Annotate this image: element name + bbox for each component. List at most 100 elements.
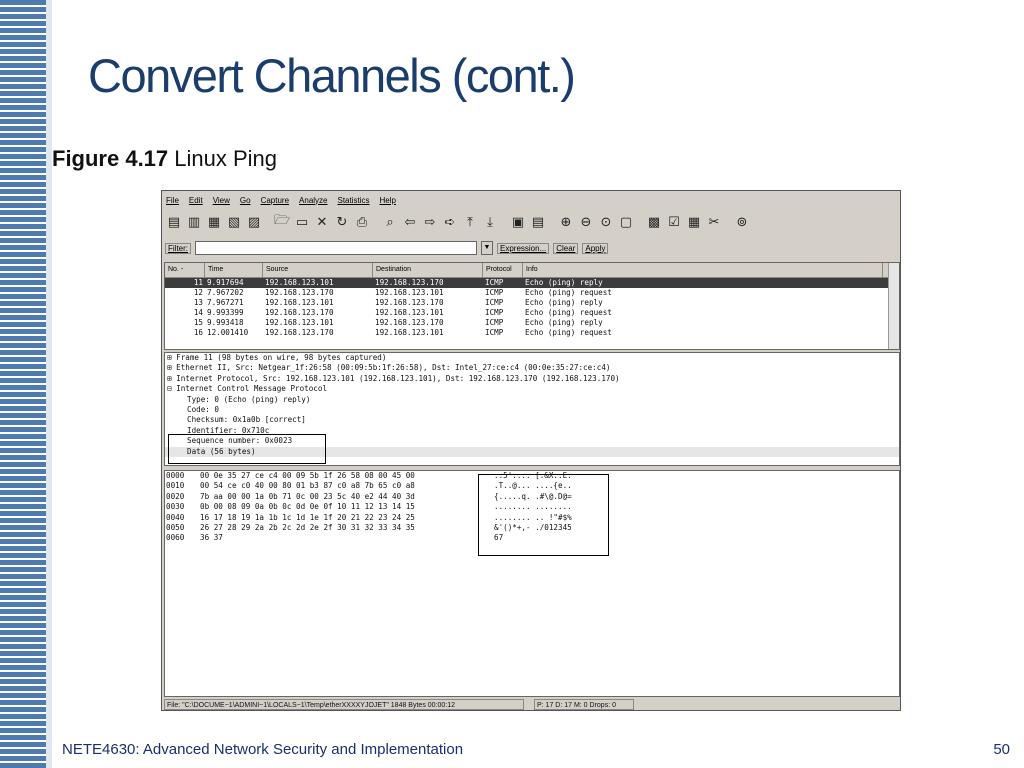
- forward-icon[interactable]: ⇨: [424, 214, 436, 230]
- expression-button[interactable]: Expression...: [497, 242, 550, 254]
- filter-bar: Filter: ▼ Expression... Clear Apply: [165, 240, 897, 256]
- hex-offset: 0050: [166, 523, 185, 533]
- cell-source: 192.168.123.170: [265, 328, 334, 337]
- goto-icon[interactable]: ➪: [444, 214, 456, 230]
- cell-protocol: ICMP: [485, 278, 504, 287]
- save-icon[interactable]: ▭: [295, 214, 309, 230]
- tree-node-ethernet[interactable]: ⊞ Ethernet II, Src: Netgear_1f:26:58 (00…: [167, 363, 611, 373]
- menu-go[interactable]: Go: [239, 195, 251, 205]
- packet-list-scrollbar[interactable]: [888, 263, 899, 349]
- menu-view[interactable]: View: [212, 195, 230, 205]
- column-time[interactable]: Time: [205, 263, 263, 277]
- cell-time: 12.001410: [207, 328, 249, 337]
- apply-button[interactable]: Apply: [582, 242, 609, 254]
- colorize-icon[interactable]: ▣: [511, 214, 525, 230]
- packet-row[interactable]: 16 12.001410 192.168.123.170 192.168.123…: [165, 328, 899, 338]
- packet-row[interactable]: 13 7.967271 192.168.123.101 192.168.123.…: [165, 298, 899, 308]
- print-icon[interactable]: ⎙: [356, 214, 368, 230]
- reload-icon[interactable]: ↻: [336, 214, 348, 230]
- packet-row[interactable]: 14 9.993399 192.168.123.170 192.168.123.…: [165, 308, 899, 318]
- zoom-out-icon[interactable]: ⊖: [580, 214, 592, 230]
- column-no[interactable]: No. -: [165, 263, 205, 277]
- restart-capture-icon[interactable]: ▨: [247, 214, 261, 230]
- close-icon[interactable]: ✕: [316, 214, 328, 230]
- cell-destination: 192.168.123.170: [375, 318, 444, 327]
- hex-ascii: ..5'.... [.&X..E.: [494, 471, 572, 480]
- autoscroll-icon[interactable]: ▤: [531, 214, 545, 230]
- tree-field-sequence[interactable]: Sequence number: 0x0023: [187, 436, 293, 446]
- tree-field-identifier[interactable]: Identifier: 0x710c: [187, 425, 270, 435]
- cell-info: Echo (ping) reply: [525, 298, 603, 307]
- help-icon[interactable]: ⊚: [736, 214, 748, 230]
- tree-field-data[interactable]: Data (56 bytes): [165, 446, 899, 458]
- back-icon[interactable]: ⇦: [404, 214, 416, 230]
- column-protocol[interactable]: Protocol: [483, 263, 523, 277]
- packet-row[interactable]: 15 9.993418 192.168.123.101 192.168.123.…: [165, 318, 899, 328]
- cell-source: 192.168.123.101: [265, 278, 334, 287]
- capture-options-icon[interactable]: ▥: [187, 214, 201, 230]
- hex-ascii: 67: [494, 533, 504, 543]
- tree-node-frame[interactable]: ⊞ Frame 11 (98 bytes on wire, 98 bytes c…: [167, 353, 387, 362]
- menu-statistics[interactable]: Statistics: [337, 195, 370, 205]
- cell-info: Echo (ping) reply: [525, 318, 603, 327]
- tree-node-ip[interactable]: ⊞ Internet Protocol, Src: 192.168.123.10…: [167, 373, 620, 383]
- column-destination[interactable]: Destination: [373, 263, 483, 277]
- cell-no: 14: [193, 308, 203, 317]
- column-info[interactable]: Info: [523, 263, 883, 277]
- tree-field-code[interactable]: Code: 0: [187, 405, 220, 415]
- resize-columns-icon[interactable]: ▢: [619, 214, 633, 230]
- cell-protocol: ICMP: [485, 318, 504, 327]
- highlight-box-ascii: [478, 474, 609, 556]
- highlight-box-sequence: [168, 434, 326, 464]
- first-packet-icon[interactable]: ⤒: [467, 214, 473, 230]
- cell-destination: 192.168.123.101: [375, 288, 444, 297]
- open-folder-icon[interactable]: 🗁: [273, 213, 291, 228]
- coloring-rules-icon[interactable]: ▦: [687, 214, 701, 230]
- clear-button[interactable]: Clear: [553, 242, 579, 254]
- stop-capture-icon[interactable]: ▧: [227, 214, 241, 230]
- menu-bar: File Edit View Go Capture Analyze Statis…: [166, 193, 396, 207]
- tree-node-icmp[interactable]: ⊟ Internet Control Message Protocol: [167, 384, 328, 394]
- tree-field-type[interactable]: Type: 0 (Echo (ping) reply): [187, 394, 311, 404]
- filter-button[interactable]: Filter:: [165, 242, 191, 254]
- packet-row-selected[interactable]: 11 9.917694 192.168.123.101 192.168.123.…: [165, 278, 899, 288]
- last-packet-icon[interactable]: ⤓: [487, 214, 493, 230]
- zoom-normal-icon[interactable]: ⊙: [600, 214, 612, 230]
- packet-details-tree: ⊞ Frame 11 (98 bytes on wire, 98 bytes c…: [164, 352, 900, 466]
- hex-ascii: .T..@... ....{e..: [494, 481, 572, 491]
- filter-dropdown-icon[interactable]: ▼: [481, 241, 493, 255]
- cell-no: 13: [193, 298, 203, 307]
- tree-field-checksum[interactable]: Checksum: 0x1a0b [correct]: [187, 415, 306, 425]
- cell-protocol: ICMP: [485, 308, 504, 317]
- menu-analyze[interactable]: Analyze: [299, 195, 328, 205]
- zoom-in-icon[interactable]: ⊕: [560, 214, 572, 230]
- filter-input[interactable]: [195, 241, 477, 255]
- cell-destination: 192.168.123.101: [375, 308, 444, 317]
- find-icon[interactable]: ⌕: [386, 214, 394, 230]
- hex-bytes: 36 37: [200, 533, 223, 543]
- cell-no: 15: [193, 318, 203, 327]
- preferences-icon[interactable]: ✂: [708, 214, 720, 230]
- start-capture-icon[interactable]: ▦: [207, 214, 221, 230]
- menu-help[interactable]: Help: [379, 195, 396, 205]
- menu-file[interactable]: File: [166, 195, 179, 205]
- menu-edit[interactable]: Edit: [188, 195, 203, 205]
- interfaces-icon[interactable]: ▤: [167, 214, 181, 230]
- cell-info: Echo (ping) reply: [525, 278, 603, 287]
- figure-caption-text: Linux Ping: [174, 146, 278, 171]
- cell-protocol: ICMP: [485, 288, 504, 297]
- display-filters-icon[interactable]: ☑: [668, 214, 680, 230]
- menu-capture[interactable]: Capture: [260, 195, 290, 205]
- hex-bytes: 16 17 18 19 1a 1b 1c 1d 1e 1f 20 21 22 2…: [200, 512, 415, 522]
- capture-filters-icon[interactable]: ▩: [647, 214, 661, 230]
- packet-row[interactable]: 12 7.967202 192.168.123.170 192.168.123.…: [165, 288, 899, 298]
- column-source[interactable]: Source: [263, 263, 373, 277]
- toolbar: ▤ ▥ ▦ ▧ ▨ 🗁 ▭ ✕ ↻ ⎙ ⌕ ⇦ ⇨ ➪ ⤒ ⤓ ▣ ▤ ⊕ ⊖ …: [165, 211, 897, 233]
